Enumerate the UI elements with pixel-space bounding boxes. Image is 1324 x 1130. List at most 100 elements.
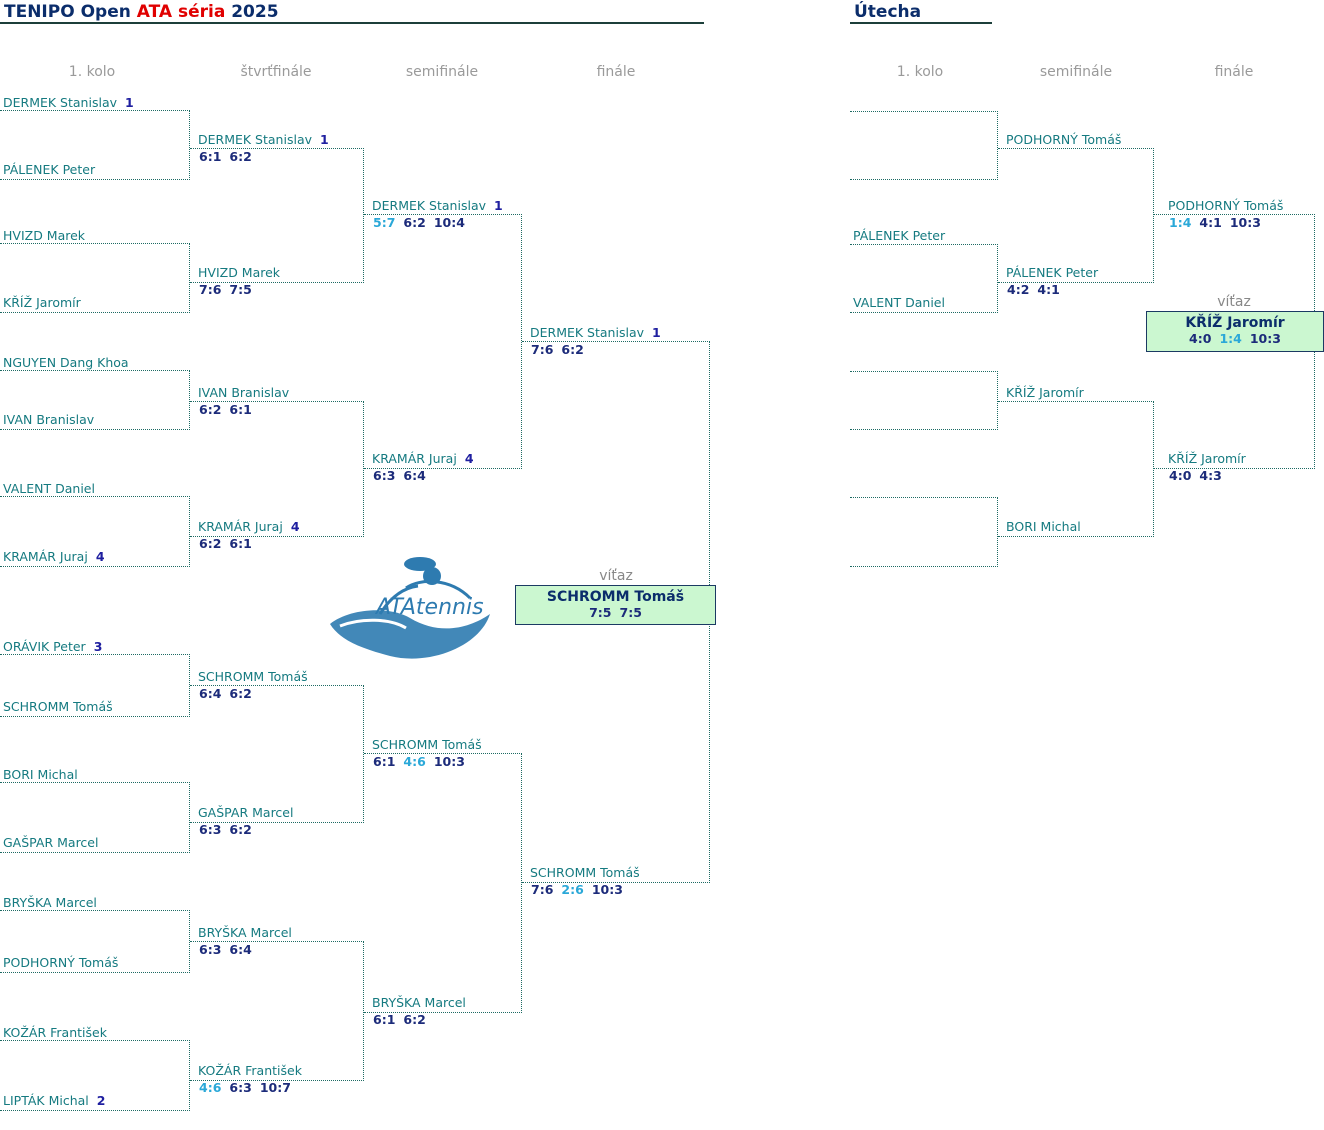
player-name: DERMEK Stanislav: [198, 132, 312, 147]
r1-player[interactable]: PODHORNÝ Tomáš: [3, 956, 118, 970]
r1-player[interactable]: VALENT Daniel: [3, 482, 95, 496]
set-score: 7:5: [619, 605, 642, 620]
r1-player[interactable]: BORI Michal: [3, 768, 78, 782]
set-score: 6:2: [229, 686, 252, 701]
set-score: 4:1: [1199, 215, 1222, 230]
r1-player[interactable]: HVIZD Marek: [3, 229, 85, 243]
r1-player[interactable]: BRYŠKA Marcel: [3, 896, 97, 910]
cons-sf-player[interactable]: PÁLENEK Peter: [1006, 266, 1098, 280]
qf-player[interactable]: DERMEK Stanislav 1: [198, 133, 329, 147]
sf-match-bracket: [364, 214, 522, 469]
player-name: PODHORNÝ Tomáš: [1168, 198, 1284, 213]
cons-winner-label: víťaz: [1217, 294, 1251, 310]
r1-player[interactable]: SCHROMM Tomáš: [3, 700, 113, 714]
seed-number: 1: [652, 325, 661, 340]
player-name: DERMEK Stanislav: [530, 325, 644, 340]
r1-player[interactable]: KOŽÁR František: [3, 1026, 107, 1040]
player-name: KOŽÁR František: [3, 1025, 107, 1040]
qf-player[interactable]: SCHROMM Tomáš: [198, 670, 308, 684]
cons-final-player[interactable]: PODHORNÝ Tomáš: [1168, 199, 1283, 213]
round-head-sf: semifinále: [405, 64, 479, 80]
cons-winner-name[interactable]: KŘÍŽ Jaromír: [1185, 315, 1285, 331]
qf-player[interactable]: GAŠPAR Marcel: [198, 806, 293, 820]
qf-player[interactable]: IVAN Branislav: [198, 386, 289, 400]
sf-player[interactable]: BRYŠKA Marcel: [372, 996, 466, 1010]
set-score: 4:6: [199, 1080, 222, 1095]
sf-match-bracket: [364, 753, 522, 1013]
set-score: 6:2: [199, 402, 222, 417]
cons-sf-player[interactable]: BORI Michal: [1006, 520, 1081, 534]
r1-player[interactable]: NGUYEN Dang Khoa: [3, 356, 129, 370]
cons-r1-player[interactable]: VALENT Daniel: [853, 296, 945, 310]
cons-r1-match-bracket: [850, 244, 998, 313]
qf-player[interactable]: KOŽÁR František: [198, 1064, 302, 1078]
player-name: PODHORNÝ Tomáš: [1006, 132, 1122, 147]
player-name: GAŠPAR Marcel: [198, 805, 294, 820]
final-player[interactable]: DERMEK Stanislav 1: [530, 326, 661, 340]
set-score: 6:2: [199, 536, 222, 551]
player-name: IVAN Branislav: [198, 385, 290, 400]
r1-player[interactable]: IVAN Branislav: [3, 413, 94, 427]
final-player[interactable]: SCHROMM Tomáš: [530, 866, 640, 880]
set-score: 6:1: [229, 402, 252, 417]
set-score: 4:6: [403, 754, 426, 769]
r1-player[interactable]: PÁLENEK Peter: [3, 163, 95, 177]
player-name: PÁLENEK Peter: [853, 228, 946, 243]
r1-player[interactable]: KŘÍŽ Jaromír: [3, 296, 81, 310]
set-score: 6:4: [199, 686, 222, 701]
set-score: 10:3: [1229, 215, 1261, 230]
r1-match-bracket: [0, 910, 190, 973]
cons-round-head-r1: 1. kolo: [896, 64, 944, 80]
set-score: 6:3: [373, 468, 396, 483]
cons-sf-player[interactable]: KŘÍŽ Jaromír: [1006, 386, 1084, 400]
seed-number: 4: [95, 549, 105, 564]
round-head-qf: štvrťfinále: [240, 64, 312, 80]
player-name: IVAN Branislav: [3, 412, 95, 427]
r1-match-bracket: [0, 110, 190, 180]
qf-player[interactable]: BRYŠKA Marcel: [198, 926, 292, 940]
set-score: 7:6: [199, 282, 222, 297]
consolation-underline: [850, 22, 992, 24]
title-part-2: ATA séria: [136, 2, 226, 22]
player-name: BORI Michal: [3, 767, 78, 782]
cons-final-player[interactable]: KŘÍŽ Jaromír: [1168, 452, 1246, 466]
cons-round-head-sf: semifinále: [1039, 64, 1113, 80]
player-name: KŘÍŽ Jaromír: [1168, 451, 1246, 466]
cons-sf-player[interactable]: PODHORNÝ Tomáš: [1006, 133, 1121, 147]
set-score: 6:4: [403, 468, 426, 483]
set-score: 10:3: [1249, 331, 1281, 346]
player-name: DERMEK Stanislav: [372, 198, 486, 213]
set-score: 4:0: [1169, 468, 1192, 483]
qf-player[interactable]: HVIZD Marek: [198, 266, 280, 280]
set-score: 7:6: [531, 882, 554, 897]
player-name: NGUYEN Dang Khoa: [3, 355, 129, 370]
winner-label: víťaz: [599, 568, 633, 584]
sf-player[interactable]: SCHROMM Tomáš: [372, 738, 482, 752]
player-name: BRYŠKA Marcel: [198, 925, 292, 940]
seed-number: 1: [320, 132, 329, 147]
seed-number: 4: [290, 519, 300, 534]
r1-player[interactable]: GAŠPAR Marcel: [3, 836, 98, 850]
qf-match-bracket: [190, 941, 364, 1081]
sf-player[interactable]: DERMEK Stanislav 1: [372, 199, 503, 213]
seed-number: 1: [494, 198, 503, 213]
winner-name[interactable]: SCHROMM Tomáš: [546, 589, 685, 605]
cons-r1-player[interactable]: PÁLENEK Peter: [853, 229, 945, 243]
set-score: 6:2: [229, 149, 252, 164]
player-name: LIPTÁK Michal: [3, 1093, 89, 1108]
player-name: BRYŠKA Marcel: [372, 995, 466, 1010]
